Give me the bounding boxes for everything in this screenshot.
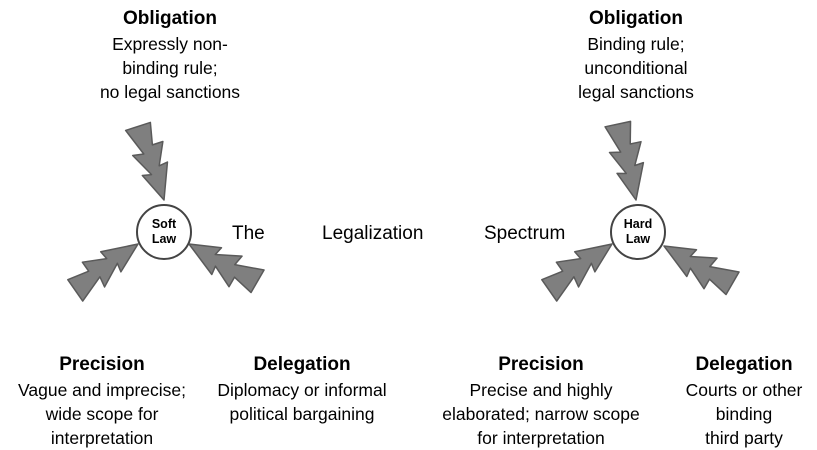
soft-delegation-heading: Delegation (253, 354, 351, 375)
soft-law-node: Soft Law (136, 204, 192, 260)
soft-delegation-bolt-icon (188, 243, 265, 294)
soft-obligation-line-2: binding rule; (122, 58, 218, 78)
hard-delegation-bolt-icon (663, 245, 740, 296)
spectrum-word-legalization: Legalization (322, 223, 424, 244)
soft-precision-bolt-icon (67, 243, 139, 302)
soft-obligation-heading: Obligation (123, 8, 217, 29)
hard-precision-line-3: for interpretation (477, 428, 605, 448)
hard-obligation-label: Obligation Binding rule; unconditional l… (526, 6, 746, 104)
hard-precision-line-1: Precise and highly (469, 380, 613, 400)
hard-obligation-line-1: Binding rule; (587, 34, 685, 54)
soft-precision-line-1: Vague and imprecise; (18, 380, 186, 400)
hard-obligation-heading: Obligation (589, 8, 683, 29)
soft-delegation-line-1: Diplomacy or informal (217, 380, 387, 400)
hard-obligation-line-2: unconditional (584, 58, 688, 78)
soft-obligation-line-3: no legal sanctions (99, 82, 241, 102)
soft-obligation-line-1: Expressly non- (112, 34, 228, 54)
hard-precision-label: Precision Precise and highly elaborated;… (433, 352, 649, 450)
spectrum-word-spectrum: Spectrum (484, 223, 566, 244)
hard-obligation-line-3: legal sanctions (578, 82, 694, 102)
hard-precision-heading: Precision (498, 354, 584, 375)
hard-precision-bolt-icon (541, 243, 613, 302)
hard-precision-line-2: elaborated; narrow scope (442, 404, 640, 424)
soft-precision-heading: Precision (59, 354, 145, 375)
hard-delegation-heading: Delegation (695, 354, 793, 375)
hard-delegation-line-2: binding (715, 404, 773, 424)
hard-delegation-line-3: third party (705, 428, 783, 448)
soft-precision-line-2: wide scope for (45, 404, 159, 424)
soft-delegation-label: Delegation Diplomacy or informal politic… (200, 352, 404, 426)
hard-law-node: Hard Law (610, 204, 666, 260)
hard-law-node-line-1: Hard (623, 217, 653, 231)
soft-law-node-line-1: Soft (151, 217, 177, 231)
hard-law-node-line-2: Law (625, 232, 651, 246)
soft-obligation-bolt-icon (124, 121, 169, 201)
soft-precision-line-3: interpretation (50, 428, 154, 448)
soft-law-node-line-2: Law (151, 232, 177, 246)
soft-obligation-label: Obligation Expressly non- binding rule; … (60, 6, 280, 104)
hard-obligation-bolt-icon (604, 120, 645, 201)
spectrum-word-the: The (232, 223, 265, 244)
hard-delegation-label: Delegation Courts or other binding third… (672, 352, 816, 450)
soft-precision-label: Precision Vague and imprecise; wide scop… (0, 352, 204, 450)
hard-delegation-line-1: Courts or other (685, 380, 803, 400)
soft-delegation-line-2: political bargaining (229, 404, 375, 424)
